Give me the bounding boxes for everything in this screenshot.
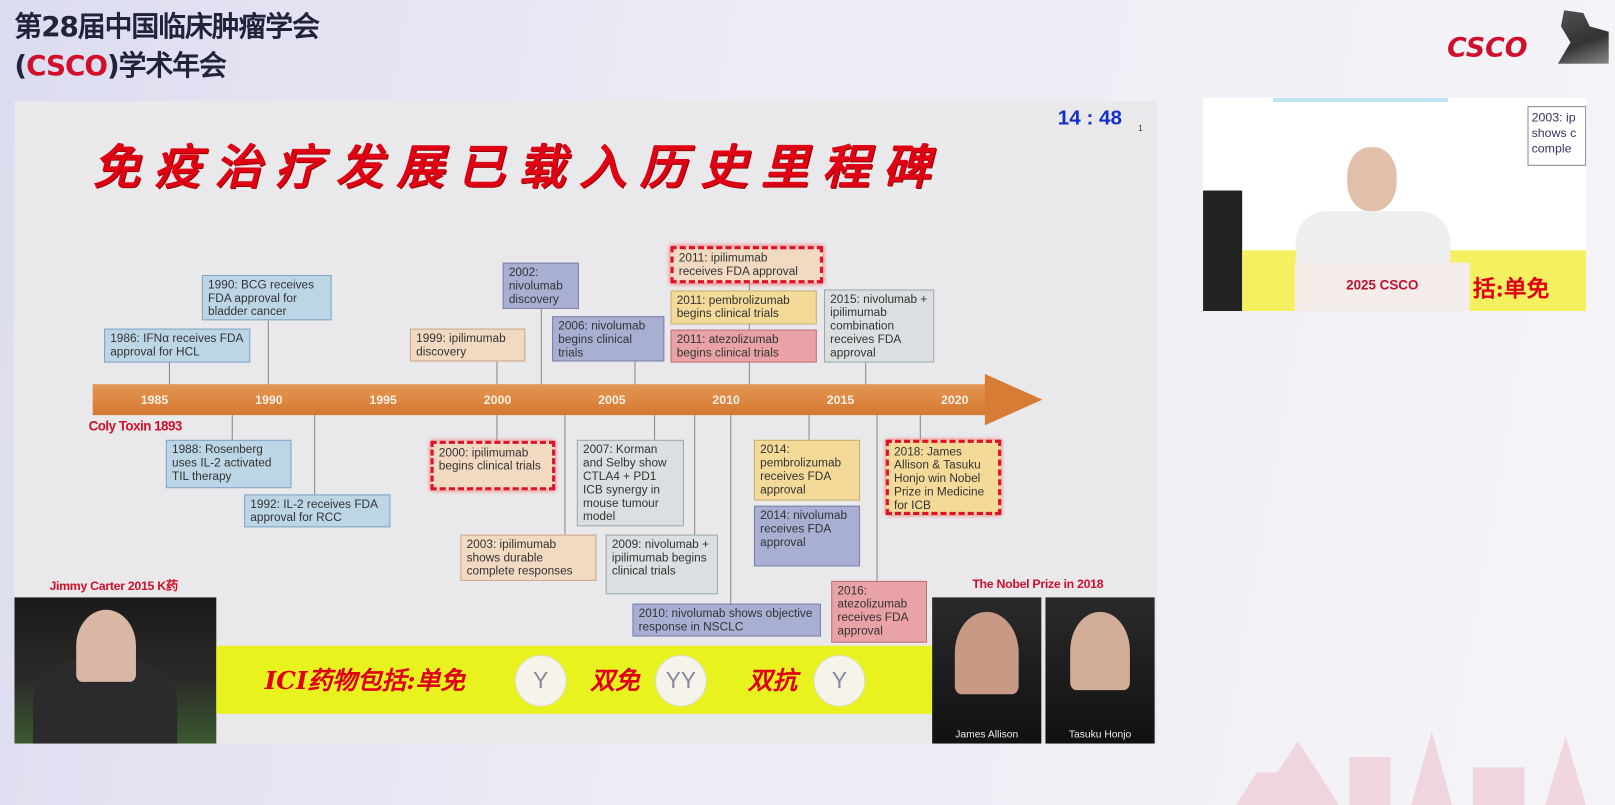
brand: CSCO [26,50,108,83]
connector [496,415,498,441]
jimmy-carter-photo [14,597,217,744]
event-box: 1988: Rosenberg uses IL-2 activated TIL … [165,439,292,489]
event-box: 2007: Korman and Selby show CTLA4 + PD1 … [576,439,684,527]
event-box: 2011: atezolizumab begins clinical trial… [670,329,817,363]
timer: 14 : 48 [1057,107,1122,130]
screen-edge [1273,97,1449,102]
event-box-highlighted: 2018: James Allison & Tasuku Honjo win N… [885,439,1002,515]
bispecific-antibody-icon: Y [813,655,866,707]
connector [654,415,656,440]
connector [876,415,878,581]
subtitle-text: )学术年会 [106,50,227,83]
connector [540,309,542,385]
video-banner-text: 括:单免 [1472,276,1550,303]
photo-caption: Tasuku Honjo [1068,729,1132,741]
connector [919,415,921,440]
banner-text-monoclonal: ICI药物包括:单免 [264,665,465,696]
event-box: 2011: pembrolizumab begins clinical tria… [670,290,817,325]
coly-toxin-label: Coly Toxin 1893 [88,418,183,434]
allison-head [954,611,1019,695]
event-box: 2015: nivolumab + ipilimumab combination… [824,289,935,363]
event-box: 1999: ipilimumab discovery [409,328,526,362]
connector [267,320,269,385]
event-box: 1990: BCG receives FDA approval for blad… [201,275,332,321]
page-number: 1 [1138,123,1143,133]
event-box-highlighted: 2011: ipilimumab receives FDA approval [670,246,823,284]
great-wall-icon [1557,10,1609,64]
tasuku-honjo-photo: Tasuku Honjo [1045,597,1155,744]
conference-subtitle: (CSCO)学术年会 [14,43,227,83]
event-box: 2014: pembrolizumab receives FDA approva… [753,439,861,501]
connector [634,361,636,385]
event-box-highlighted: 2000: ipilimumab begins clinical trials [430,440,556,491]
year-label: 2005 [598,392,626,407]
event-box: 2003: ipilimumab shows durable complete … [460,534,597,581]
conference-title: 第28届中国临床肿瘤学会 [14,11,319,44]
event-box: 2014: nivolumab receives FDA approval [753,505,861,567]
james-allison-photo: James Allison [932,597,1042,744]
event-box: 1986: IFNα receives FDA approval for HCL [104,328,251,363]
connector [231,415,233,440]
csco-logo: CSCO [1447,10,1612,67]
connector [168,362,170,385]
banner-text-dual: 双免 [590,665,640,696]
event-box: 2009: nivolumab + ipilimumab begins clin… [605,534,718,595]
slide-title: 免疫治疗发展已载入历史里程碑 [92,139,944,195]
screen-photo-fragment [1203,190,1243,312]
year-label: 2010 [712,392,740,407]
logo-text: CSCO [1447,32,1528,64]
city-skyline-decoration [1236,731,1587,805]
antibody-icon: Y [515,655,567,707]
event-box: 1992: IL-2 receives FDA approval for RCC [244,494,391,528]
year-label: 2015 [826,392,855,407]
year-label: 1995 [369,392,397,407]
speaker-head [1347,147,1397,212]
event-box: 2002: nivolumab discovery [502,262,579,309]
year-label: 1985 [140,392,169,407]
dual-antibody-icon: YY [655,655,707,707]
ici-drug-banner: ICI药物包括:单免 Y 双免 YY 双抗 Y [216,645,933,714]
speaker-video: 2003: ip shows c comple 2025 CSCO 括:单免 [1203,97,1587,312]
connector [314,415,316,495]
connector [730,415,732,604]
screen-text: 2003: ip shows c comple [1527,106,1587,166]
connector [564,415,566,535]
paren: ( [14,50,27,83]
photo-caption: James Allison [955,729,1019,741]
banner-text-bispecific: 双抗 [747,665,798,696]
carter-caption: Jimmy Carter 2015 K药 [49,578,178,594]
honjo-head [1070,611,1130,691]
connector [865,362,867,385]
connector [496,361,498,385]
event-box: 2016: atezolizumab receives FDA approval [831,580,927,643]
year-label: 2020 [941,392,969,407]
year-label: 2000 [483,392,512,407]
event-box: 2006: nivolumab begins clinical trials [552,316,665,362]
event-box: 2010: nivolumab shows objective response… [632,603,821,637]
presentation-slide: 14 : 48 1 免疫治疗发展已载入历史里程碑 1985 1990 1995 … [14,100,1157,744]
carter-head [76,609,136,682]
nobel-caption: The Nobel Prize in 2018 [972,576,1104,592]
podium: 2025 CSCO [1294,262,1470,312]
year-label: 1990 [255,392,283,407]
connector [808,415,810,440]
timeline-arrowhead [984,373,1043,426]
connector [694,415,696,535]
timeline-bar [92,384,989,416]
